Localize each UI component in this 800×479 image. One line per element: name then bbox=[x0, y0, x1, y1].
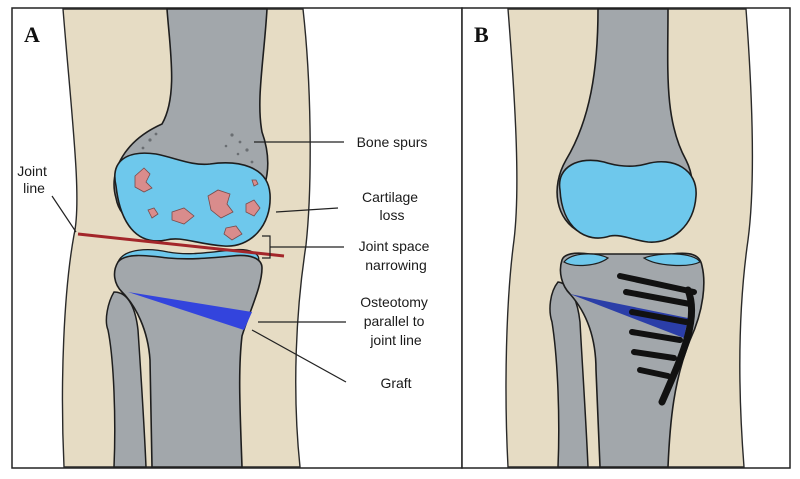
svg-text:Bone spurs: Bone spurs bbox=[357, 134, 428, 150]
svg-text:Graft: Graft bbox=[380, 375, 411, 391]
label-cartilage-loss-2: loss bbox=[380, 207, 405, 223]
panel-b-femoral-cartilage bbox=[558, 159, 697, 243]
label-osteotomy-3: joint line bbox=[369, 332, 422, 348]
panel-a-graft bbox=[128, 292, 252, 330]
label-joint-line-2: line bbox=[23, 180, 45, 196]
panel-a-cartilage-damage bbox=[134, 167, 261, 241]
svg-text:Osteotomy parallel to: Osteotomy parallel to joint line bbox=[360, 294, 432, 348]
panel-b-graft bbox=[570, 294, 688, 338]
leader-graft bbox=[251, 329, 347, 383]
panel-a-letter: A bbox=[24, 22, 40, 47]
label-osteotomy-2: parallel to bbox=[364, 313, 425, 329]
svg-text:Joint line: Joint line bbox=[17, 163, 50, 196]
panel-b-tibial-cartilage-left bbox=[563, 253, 610, 267]
label-joint-space-1: Joint space bbox=[359, 238, 430, 254]
label-bone-spurs: Bone spurs bbox=[357, 134, 428, 150]
panel-b-fibula bbox=[549, 281, 589, 468]
panel-b-fixation-plate bbox=[617, 273, 697, 406]
panel-a-bone-spur-dots bbox=[141, 132, 254, 164]
svg-text:B: B bbox=[474, 22, 489, 47]
panel-a-joint-line bbox=[77, 232, 285, 258]
svg-text:Cartilage loss: Cartilage loss bbox=[362, 189, 422, 223]
label-joint-line-1: Joint bbox=[17, 163, 47, 179]
panel-a-femoral-cartilage bbox=[114, 152, 271, 247]
leader-joint-line bbox=[51, 195, 77, 233]
label-joint-space-2: narrowing bbox=[365, 257, 426, 273]
panel-b-tibial-cartilage-right bbox=[642, 253, 701, 267]
panel-a: A Joint line Bone spurs Cartilage loss J… bbox=[11, 7, 463, 469]
label-cartilage-loss-1: Cartilage bbox=[362, 189, 418, 205]
panel-b: B bbox=[461, 7, 791, 469]
panel-b-letter: B bbox=[474, 22, 489, 47]
leader-cartilage-loss bbox=[275, 207, 339, 213]
label-osteotomy-1: Osteotomy bbox=[360, 294, 428, 310]
label-graft: Graft bbox=[380, 375, 411, 391]
svg-text:A: A bbox=[24, 22, 40, 47]
panel-a-fibula bbox=[105, 291, 147, 468]
svg-text:Joint space narrowing: Joint space narrowing bbox=[359, 238, 434, 273]
